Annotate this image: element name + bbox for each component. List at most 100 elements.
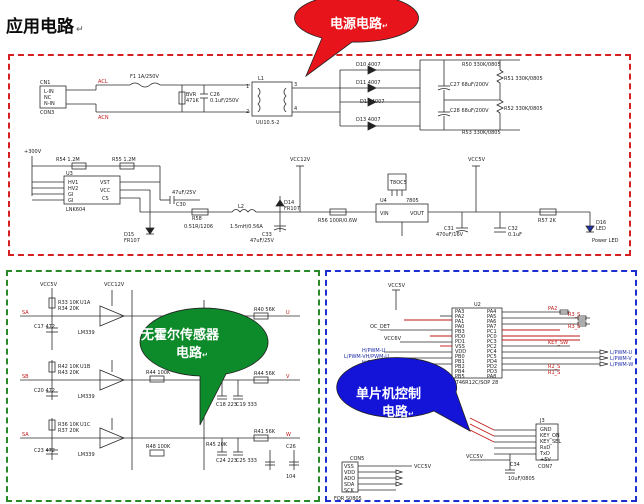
label-r44: R44 56K <box>254 371 276 377</box>
callout-hall: 无霍尔传感器 电路↵ <box>139 307 269 426</box>
con5-connector <box>341 461 359 493</box>
label-u3-hv2: HV2 <box>68 186 78 192</box>
label-u1a-part: LM339 <box>78 330 95 336</box>
callout-mcu-bubble <box>336 357 471 432</box>
label-sig-r2s: R2_S <box>548 364 560 370</box>
label-r41: R41 56K <box>254 429 276 435</box>
label-u4-vout: VOUT <box>410 211 425 217</box>
label-j3-txd: TxD <box>539 451 550 457</box>
label-cn1: CN1 <box>40 80 50 86</box>
label-hall-sig-a: SA <box>22 310 29 316</box>
label-u4-part: 7805 <box>406 198 419 204</box>
label-c17: C17 472 <box>34 324 55 330</box>
label-r57: R57 2K <box>538 218 557 224</box>
label-c23: C23 472 <box>34 448 55 454</box>
label-hall-vcc12: VCC12V <box>104 282 125 288</box>
label-u3-part: LNK604 <box>66 207 85 213</box>
label-u2-pd3: PD3 <box>487 369 497 375</box>
label-u2-pb0: PB0 <box>455 354 465 360</box>
label-u2-pb4: PB4 <box>455 369 465 375</box>
label-mcu-vcc5c: VCC5V <box>414 464 432 470</box>
l1-choke <box>251 81 293 117</box>
label-c26-val: 0.1uF/250V <box>210 98 239 104</box>
label-u2-pa0: PA0 <box>455 324 464 330</box>
label-r34: R34 20K <box>58 306 80 312</box>
diode-d10 <box>367 65 377 75</box>
label-d11: D11 4007 <box>356 80 381 86</box>
callout-hall-text-2: 电路↵ <box>176 345 208 361</box>
label-rv: BVR <box>186 92 197 98</box>
label-pin3: 3 <box>294 82 297 88</box>
label-u2-pa4: PA4 <box>487 309 496 315</box>
label-u2-pa2: PA2 <box>455 314 464 320</box>
label-c19: C19 333 <box>236 402 257 408</box>
label-j3-key-on: KEY_ON <box>540 433 560 439</box>
label-u2-pa8: PA8 <box>487 374 496 380</box>
label-hall-sig-c: SA <box>22 432 29 438</box>
label-r33: R33 10K <box>58 300 80 306</box>
label-vcc12-power: VCC12V <box>290 157 311 163</box>
label-sig-key-sw: KEY_SW <box>548 340 568 346</box>
label-u2-pb5: PB5 <box>455 374 465 380</box>
label-l2-val: 1.5mH/0.56A <box>230 224 263 230</box>
label-u3-gi2: GI <box>68 198 73 204</box>
label-u2-pa7: PA7 <box>487 324 496 330</box>
label-u3-hv1: HV1 <box>68 180 78 186</box>
led-d16 <box>585 225 595 233</box>
label-rfb-1: R44 100K <box>146 370 171 376</box>
label-r58: R58 <box>192 216 202 222</box>
label-cn1-pin3: N-IN <box>44 101 55 107</box>
label-cn1-pin1: L-IN <box>44 89 54 95</box>
label-sig-pa2: PA2 <box>548 306 557 312</box>
label-out-w: W <box>286 432 291 438</box>
label-acn: ACN <box>98 115 109 121</box>
label-c32: C32 <box>508 226 518 232</box>
label-hall-c26-val: 104 <box>286 474 296 480</box>
label-sig-hpwm-u: H/PWM-U <box>362 348 386 354</box>
label-r43: R43 20K <box>58 370 80 376</box>
label-c27: C27 68uF/200V <box>450 82 489 88</box>
comparator-u1b <box>99 369 126 391</box>
label-d13: D13 4007 <box>356 117 381 123</box>
label-mcu-vcc5b: VCC5V <box>466 454 484 460</box>
label-u3-cs: CS <box>102 196 109 202</box>
label-r51: R51 330K/0805 <box>504 76 543 82</box>
label-u3-vcc: VCC <box>100 188 111 194</box>
label-u2-pa1: PA1 <box>455 319 464 325</box>
callout-hall-text-1: 无霍尔传感器 <box>140 327 220 343</box>
label-c20: C20 472 <box>34 388 55 394</box>
label-out-v: V <box>286 374 290 380</box>
label-r36: R36 10K <box>58 422 80 428</box>
label-mcu-vcc6: VCC6V <box>384 336 402 342</box>
hall-sensorless-frame <box>6 270 320 502</box>
label-r40: R40 56K <box>254 307 276 313</box>
label-sig-lpwm-v2: L/PWM-V <box>610 356 632 362</box>
label-con5-part: FOR S0805 <box>334 496 362 502</box>
label-c34: C34 <box>510 462 520 468</box>
label-sig-lpwm-w: L/PWM-W <box>610 362 633 368</box>
label-rfb-3: R48 100K <box>146 444 171 450</box>
label-r53: R53 330K/0805 <box>462 130 501 136</box>
label-l1: L1 <box>258 76 264 82</box>
label-mcu-vcc5: VCC5V <box>388 283 406 289</box>
label-u3-vst: VST <box>100 180 111 186</box>
label-sig-lpwm-u: L/PWM-U <box>610 350 633 356</box>
page-title: 应用电路↵ <box>6 12 84 37</box>
label-u2-pd0: PD0 <box>455 334 465 340</box>
comparator-u1a <box>99 305 126 327</box>
u2-mcu <box>451 307 503 379</box>
label-d12: D12 4007 <box>360 99 385 105</box>
callout-mcu: 单片机控制 电路↵ <box>336 357 471 432</box>
label-hall-sig-b: SB <box>22 374 29 380</box>
label-c30: 47uF/25V <box>172 190 196 196</box>
label-cn1-pin2: NC <box>44 95 52 101</box>
label-u2-pd4: PD4 <box>487 359 497 365</box>
label-u2-pa3: PA3 <box>455 309 464 315</box>
label-c30-name: C30 <box>176 202 186 208</box>
callout-power: 电源电路↵ <box>294 0 419 78</box>
label-j3-part: CON7 <box>538 464 552 470</box>
comparator-u1c <box>99 427 126 449</box>
label-u1a: U1A <box>80 300 91 306</box>
label-con5-sda: SDA <box>344 482 355 488</box>
label-u1c: U1C <box>80 422 91 428</box>
